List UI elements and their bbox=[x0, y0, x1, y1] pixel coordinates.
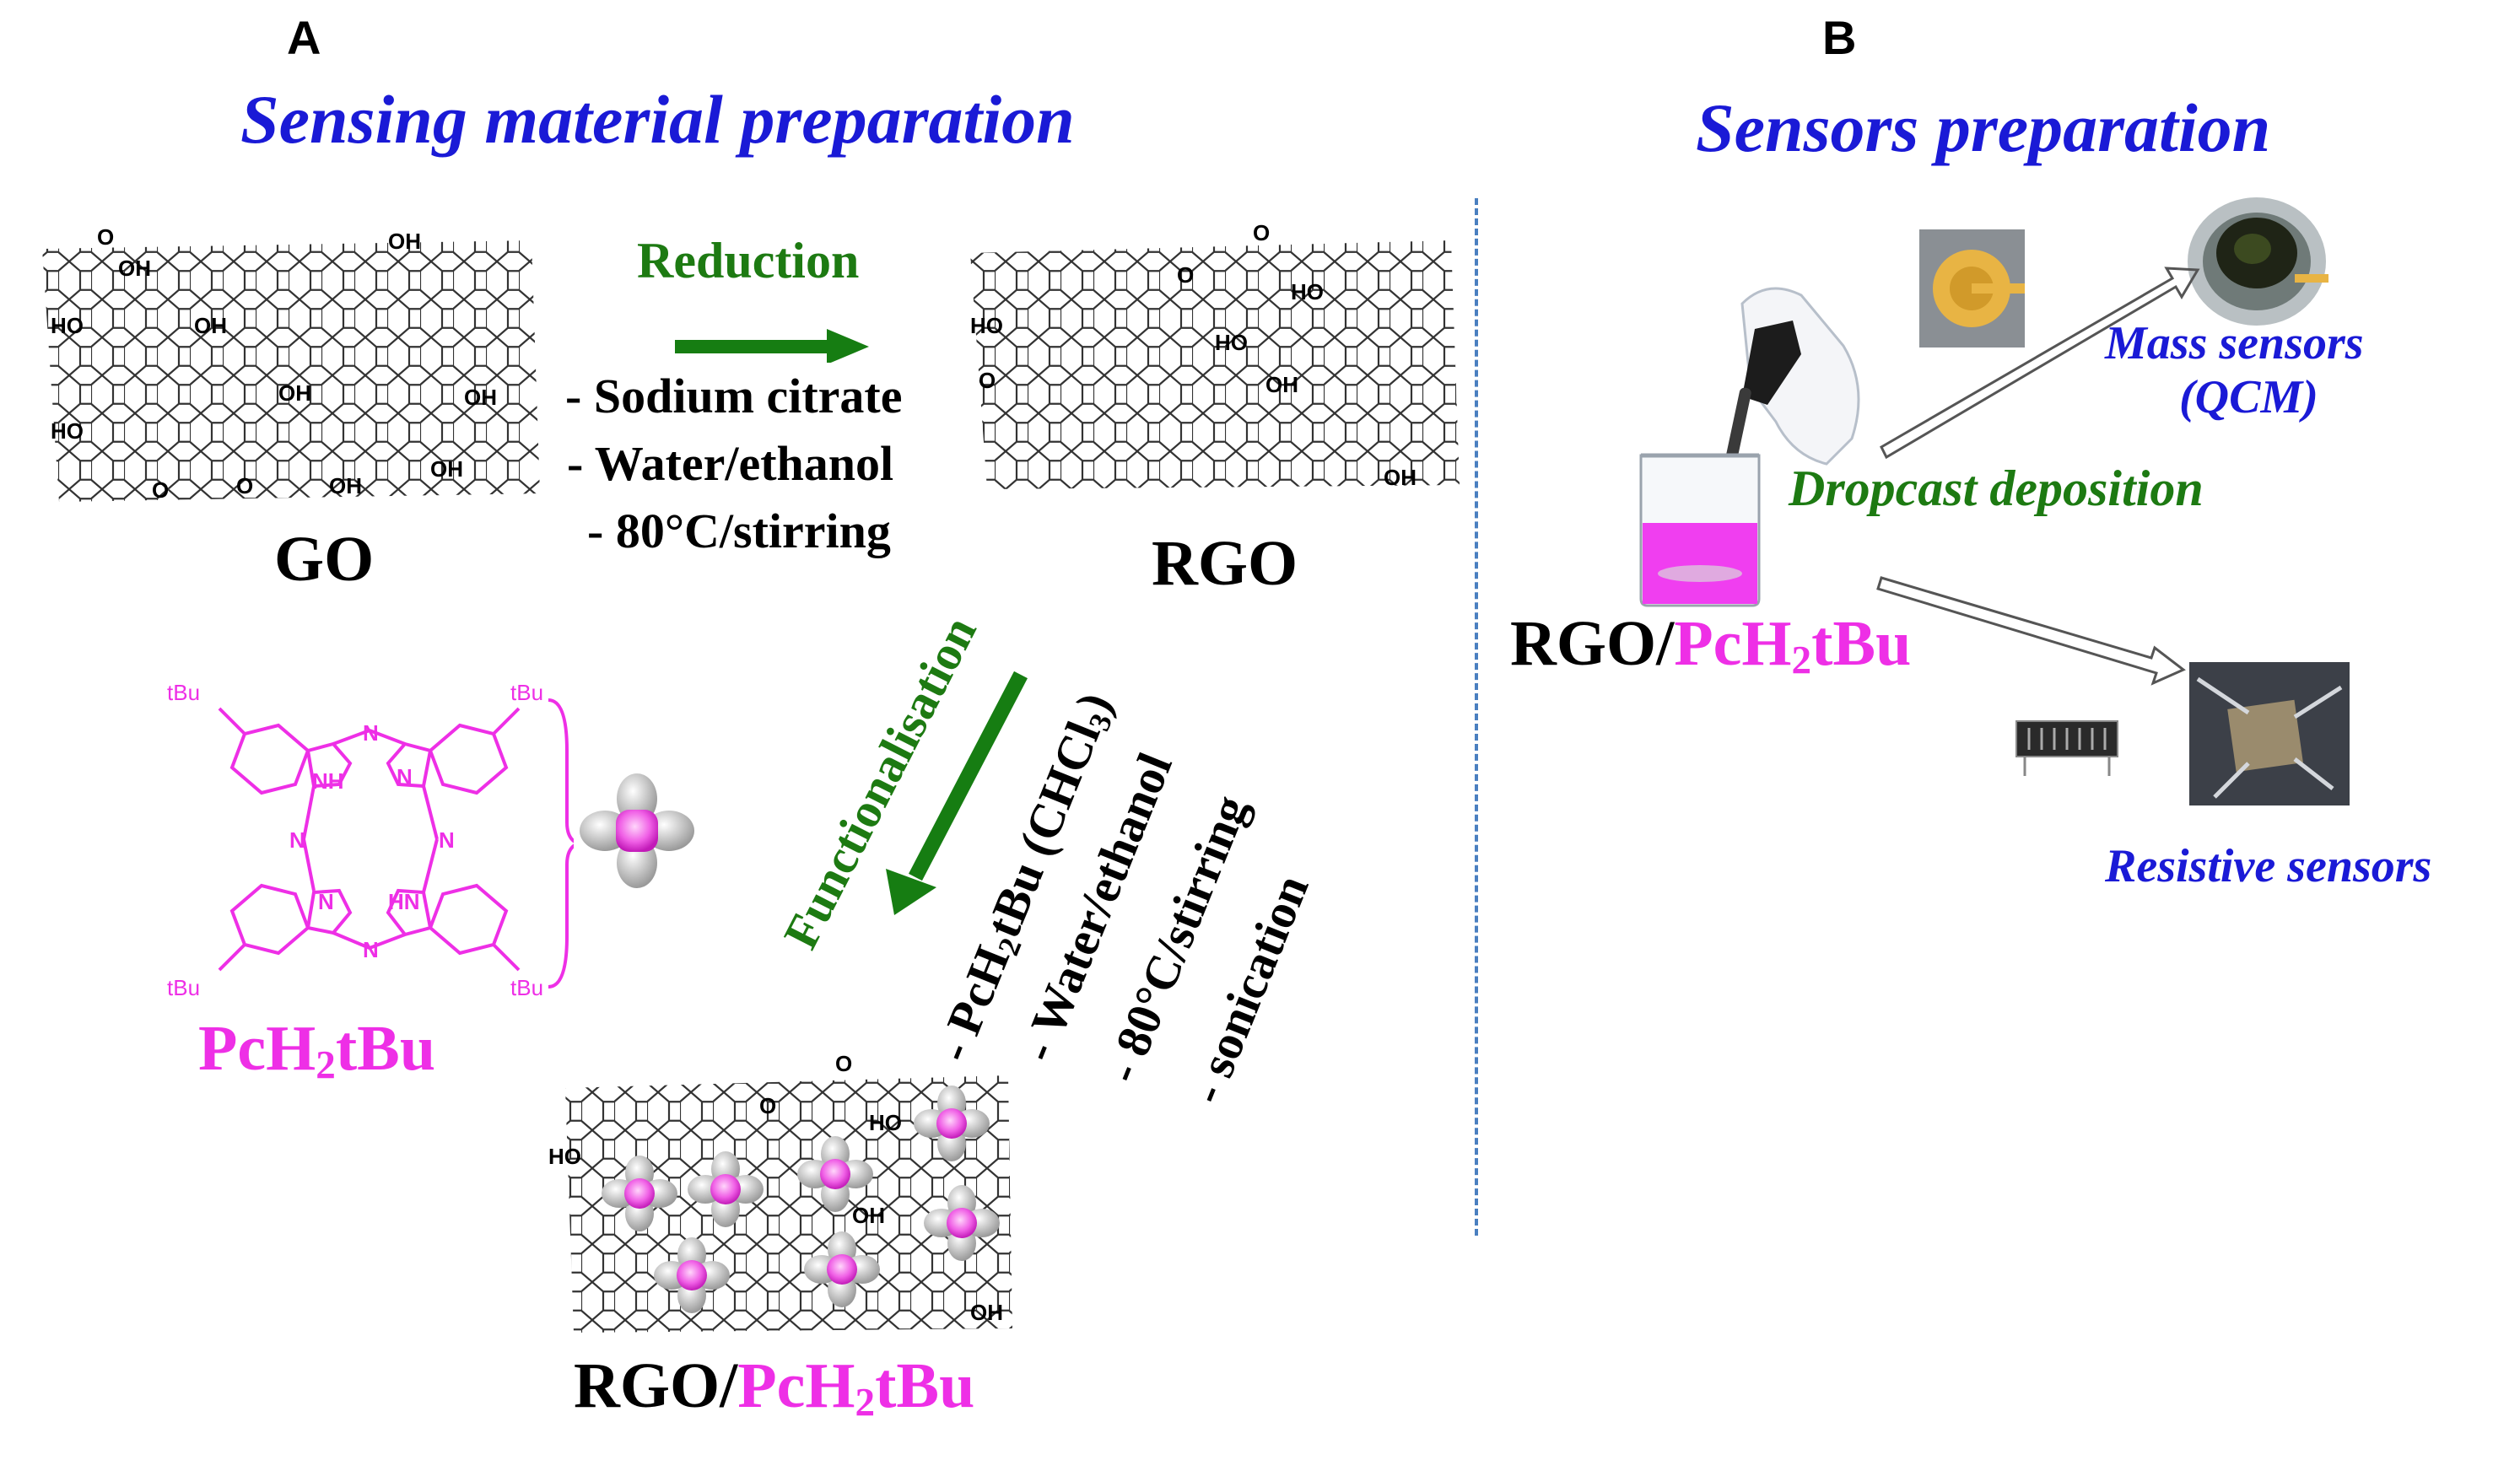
reduction-step-3: - 80°C/stirring bbox=[587, 504, 891, 558]
go-group-oh-1: OH bbox=[118, 256, 151, 281]
go-group-oh-7: OH bbox=[329, 473, 362, 498]
go-sheet: HO HO OH OH OH OH OH OH OH O O O bbox=[25, 224, 548, 515]
pc-tbu-1: tBu bbox=[167, 680, 200, 705]
resistive-sensor-photo bbox=[2189, 662, 2350, 805]
reduction-steps: - Sodium citrate - Water/ethanol - 80°C/… bbox=[565, 363, 903, 565]
pipette-hand-icon bbox=[1713, 287, 1860, 520]
phthalocyanine-structure: tBu tBu tBu tBu NH N N HN N N N N bbox=[167, 680, 574, 1000]
composite-label-base: RGO/ bbox=[574, 1350, 738, 1421]
panel-a-title: Sensing material preparation bbox=[240, 81, 1075, 158]
pc-schematic-molecule bbox=[580, 773, 694, 888]
rgo-label: RGO bbox=[1152, 528, 1298, 599]
comp-group-ho-1: HO bbox=[548, 1144, 581, 1169]
panel-divider bbox=[1475, 198, 1478, 1236]
sensor-arrows bbox=[1876, 267, 2200, 686]
material-label: RGO/PcH2tBu bbox=[1510, 607, 1911, 681]
go-group-o-3: O bbox=[152, 477, 169, 503]
panel-a-letter: A bbox=[287, 11, 321, 64]
reduction-step-2: - Water/ethanol bbox=[567, 436, 894, 491]
mass-sensors-line-1: Mass sensors bbox=[2105, 317, 2364, 369]
comp-group-ho-2: HO bbox=[869, 1110, 902, 1135]
material-label-prefix: PcH bbox=[1674, 608, 1792, 679]
comp-group-o-2: O bbox=[759, 1093, 776, 1118]
beaker-icon bbox=[1639, 453, 1761, 607]
go-group-oh-5: OH bbox=[278, 380, 311, 406]
pc-tbu-3: tBu bbox=[167, 975, 200, 1000]
comp-group-oh-2: OH bbox=[970, 1300, 1003, 1325]
go-group-ho-1: HO bbox=[51, 313, 84, 338]
pc-n-2: N bbox=[318, 889, 334, 914]
mass-sensors-label: Mass sensors (QCM) bbox=[2105, 316, 2364, 424]
panel-b-title: Sensors preparation bbox=[1696, 89, 2271, 166]
material-label-sub: 2 bbox=[1791, 638, 1812, 683]
pc-n-5: N bbox=[289, 827, 305, 853]
reduction-arrow bbox=[675, 329, 869, 363]
mass-sensors-line-2: (QCM) bbox=[2179, 371, 2318, 423]
rgo-group-ho-3: HO bbox=[1215, 330, 1248, 355]
functionalisation-arrow bbox=[886, 671, 1028, 915]
comp-group-o-1: O bbox=[835, 1054, 852, 1076]
composite-label-prefix: PcH bbox=[737, 1350, 855, 1421]
pc-n-6: N bbox=[439, 827, 455, 853]
composite-label-sub: 2 bbox=[855, 1381, 876, 1425]
rgo-group-oh-1: OH bbox=[1265, 372, 1298, 397]
go-group-oh-4: OH bbox=[464, 385, 497, 410]
panel-b-letter: B bbox=[1822, 11, 1857, 64]
composite-label: RGO/PcH2tBu bbox=[574, 1350, 974, 1423]
qcm-sensor-photo bbox=[2188, 197, 2328, 326]
go-group-o-1: O bbox=[97, 224, 114, 250]
pc-n-4: N bbox=[363, 937, 379, 962]
qcm-electrode-photo bbox=[1919, 229, 2025, 347]
reduction-step-1: - Sodium citrate bbox=[565, 369, 903, 423]
go-label: GO bbox=[274, 524, 375, 595]
composite-pc-molecules bbox=[602, 1086, 1000, 1313]
pc-n-1: N bbox=[397, 764, 413, 789]
rgo-group-o-2: O bbox=[1177, 262, 1194, 288]
rgo-group-ho-2: HO bbox=[1291, 279, 1324, 304]
reduction-title: Reduction bbox=[637, 233, 860, 288]
rgo-sheet: HO HO HO OH OH O O O bbox=[962, 224, 1468, 502]
composite-label-suffix: tBu bbox=[875, 1350, 975, 1421]
pc-nh: NH bbox=[312, 768, 344, 794]
pc-label-sub: 2 bbox=[316, 1043, 336, 1088]
pc-label: PcH2tBu bbox=[198, 1012, 435, 1086]
rgo-group-o-1: O bbox=[1253, 224, 1270, 245]
go-group-oh-6: OH bbox=[430, 456, 463, 482]
pc-label-suffix: tBu bbox=[335, 1013, 436, 1084]
comp-group-oh-1: OH bbox=[852, 1203, 885, 1228]
pc-label-prefix: PcH bbox=[198, 1013, 316, 1084]
material-label-suffix: tBu bbox=[1811, 608, 1912, 679]
go-group-oh-3: OH bbox=[388, 229, 421, 254]
go-group-o-2: O bbox=[236, 473, 253, 498]
pc-n-3: N bbox=[363, 720, 379, 746]
pc-tbu-2: tBu bbox=[510, 680, 543, 705]
pc-hn: HN bbox=[388, 889, 420, 914]
pc-tbu-4: tBu bbox=[510, 975, 543, 1000]
resistive-chip-icon bbox=[2015, 720, 2118, 776]
rgo-group-oh-2: OH bbox=[1384, 465, 1416, 490]
rgo-group-ho-1: HO bbox=[970, 313, 1003, 338]
go-group-oh-2: OH bbox=[194, 313, 227, 338]
dropcast-label: Dropcast deposition bbox=[1789, 461, 2204, 516]
func-step-1-a: - PcH bbox=[925, 938, 1021, 1069]
resistive-sensors-label: Resistive sensors bbox=[2105, 840, 2432, 892]
go-group-ho-2: HO bbox=[51, 418, 84, 444]
material-label-base: RGO/ bbox=[1510, 608, 1675, 679]
rgo-group-o-3: O bbox=[979, 368, 996, 393]
composite-sheet: HO HO OH OH O O bbox=[548, 1054, 1021, 1341]
